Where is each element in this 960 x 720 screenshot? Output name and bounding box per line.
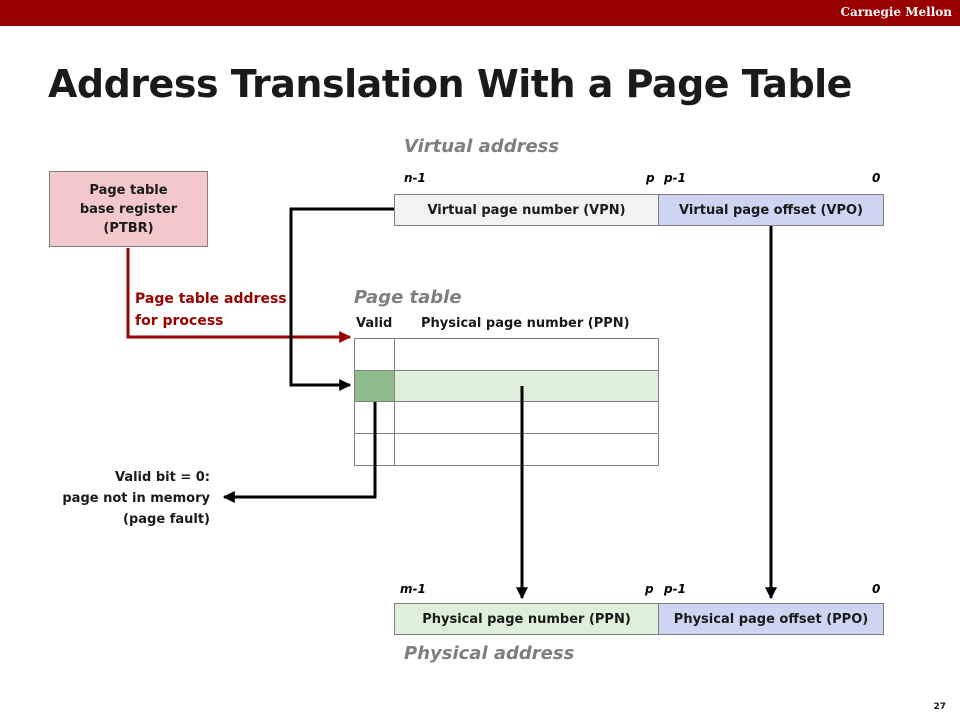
vpn-label: Virtual page number (VPN) bbox=[427, 202, 626, 218]
pa-bit-zero: 0 bbox=[872, 582, 881, 596]
ppn-label: Physical page number (PPN) bbox=[422, 611, 631, 627]
header-bar: Carnegie Mellon bbox=[0, 0, 960, 26]
ppn-column-header: Physical page number (PPN) bbox=[421, 316, 630, 331]
brand-label: Carnegie Mellon bbox=[840, 5, 952, 19]
page-fault-note: Valid bit = 0: page not in memory (page … bbox=[62, 467, 210, 530]
ptbr-to-page-table-arrow bbox=[126, 248, 352, 343]
ppn-cell bbox=[394, 338, 659, 371]
vpo-label: Virtual page offset (VPO) bbox=[679, 202, 863, 218]
va-bit-high: n-1 bbox=[404, 171, 426, 185]
ppn-cell bbox=[394, 433, 659, 466]
ptbr-register: Page table base register (PTBR) bbox=[49, 171, 208, 247]
ppn-cell bbox=[394, 401, 659, 434]
page-number: 27 bbox=[933, 702, 946, 712]
ptbr-line-3: (PTBR) bbox=[103, 220, 154, 236]
fault-line-2: page not in memory bbox=[62, 491, 210, 506]
ptbr-line-2: base register bbox=[79, 201, 178, 217]
virtual-address-label: Virtual address bbox=[404, 136, 560, 157]
page-table-label: Page table bbox=[354, 287, 462, 308]
ppo-label: Physical page offset (PPO) bbox=[673, 611, 869, 627]
fault-line-3: (page fault) bbox=[123, 512, 210, 527]
vpn-field: Virtual page number (VPN) bbox=[394, 194, 659, 226]
valid-column-header: Valid bbox=[356, 316, 393, 331]
ptbr-link-line-1: Page table address bbox=[135, 291, 287, 307]
page-fault-arrow bbox=[222, 402, 377, 503]
fault-line-1: Valid bit = 0: bbox=[114, 470, 210, 485]
pa-bit-p-minus-1: p-1 bbox=[664, 582, 686, 596]
va-bit-p: p bbox=[646, 171, 655, 185]
ppn-field: Physical page number (PPN) bbox=[394, 603, 659, 635]
ppo-field: Physical page offset (PPO) bbox=[658, 603, 884, 635]
pa-bit-p: p bbox=[645, 582, 654, 596]
vpo-field: Virtual page offset (VPO) bbox=[658, 194, 884, 226]
ptbr-link-line-2: for process bbox=[135, 313, 224, 329]
vpn-index-arrow bbox=[289, 207, 394, 391]
va-bit-p-minus-1: p-1 bbox=[664, 171, 686, 185]
slide-title: Address Translation With a Page Table bbox=[48, 62, 852, 106]
ptbr-link-label: Page table address for process bbox=[135, 288, 287, 332]
va-bit-zero: 0 bbox=[872, 171, 881, 185]
physical-address-label: Physical address bbox=[404, 643, 575, 664]
ptbr-line-1: Page table bbox=[89, 182, 168, 198]
pa-bit-high: m-1 bbox=[400, 582, 426, 596]
